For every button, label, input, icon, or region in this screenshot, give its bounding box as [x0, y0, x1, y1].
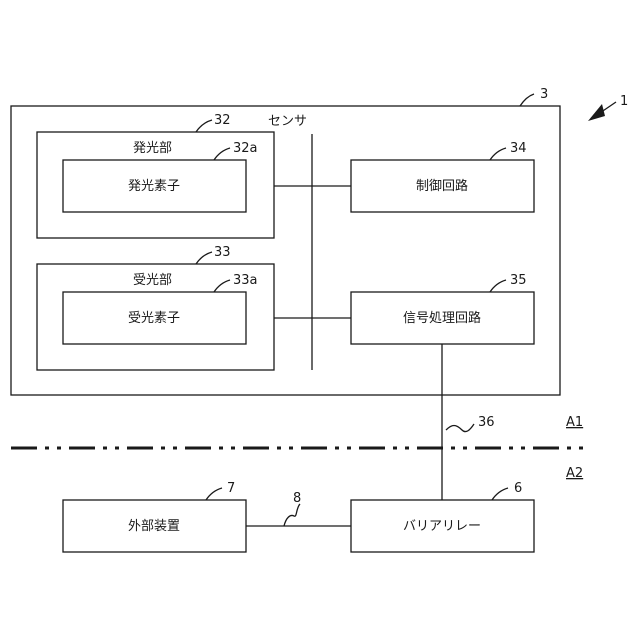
external-device-ref: 7 — [227, 481, 235, 496]
external-cable-ref: 8 — [293, 491, 301, 506]
emitter-element-ref: 32a — [233, 141, 258, 156]
sensor-cable-ref-leader — [446, 424, 474, 432]
emitter-element-label: 発光素子 — [128, 179, 180, 194]
sensor-title: センサ — [268, 114, 307, 129]
sensor-ref: 3 — [540, 87, 548, 102]
control-circuit-ref: 34 — [510, 141, 527, 156]
receiver-element-ref: 33a — [233, 273, 258, 288]
barrier-relay-ref-leader — [492, 488, 508, 500]
control-circuit-label: 制御回路 — [416, 178, 468, 194]
zone-lower-label: A2 — [566, 466, 583, 481]
barrier-relay-ref: 6 — [514, 481, 522, 496]
system-ref-arrowhead — [588, 104, 605, 121]
emitter-ref: 32 — [214, 113, 231, 128]
sensor-cable-ref: 36 — [478, 415, 495, 430]
external-device-label: 外部装置 — [128, 519, 180, 534]
external-device-ref-leader — [206, 488, 222, 500]
sensor-ref-leader — [520, 94, 534, 106]
receiver-label: 受光部 — [133, 273, 172, 288]
receiver-element-label: 受光素子 — [128, 311, 180, 326]
receiver-ref: 33 — [214, 245, 231, 260]
zone-upper-label: A1 — [566, 415, 583, 430]
signal-circuit-label: 信号処理回路 — [403, 310, 481, 326]
emitter-label: 発光部 — [133, 141, 172, 156]
barrier-relay-label: バリアリレー — [403, 519, 481, 534]
signal-circuit-ref: 35 — [510, 273, 527, 288]
system-ref: 1 — [620, 94, 628, 109]
external-cable-ref-leader — [284, 504, 300, 526]
